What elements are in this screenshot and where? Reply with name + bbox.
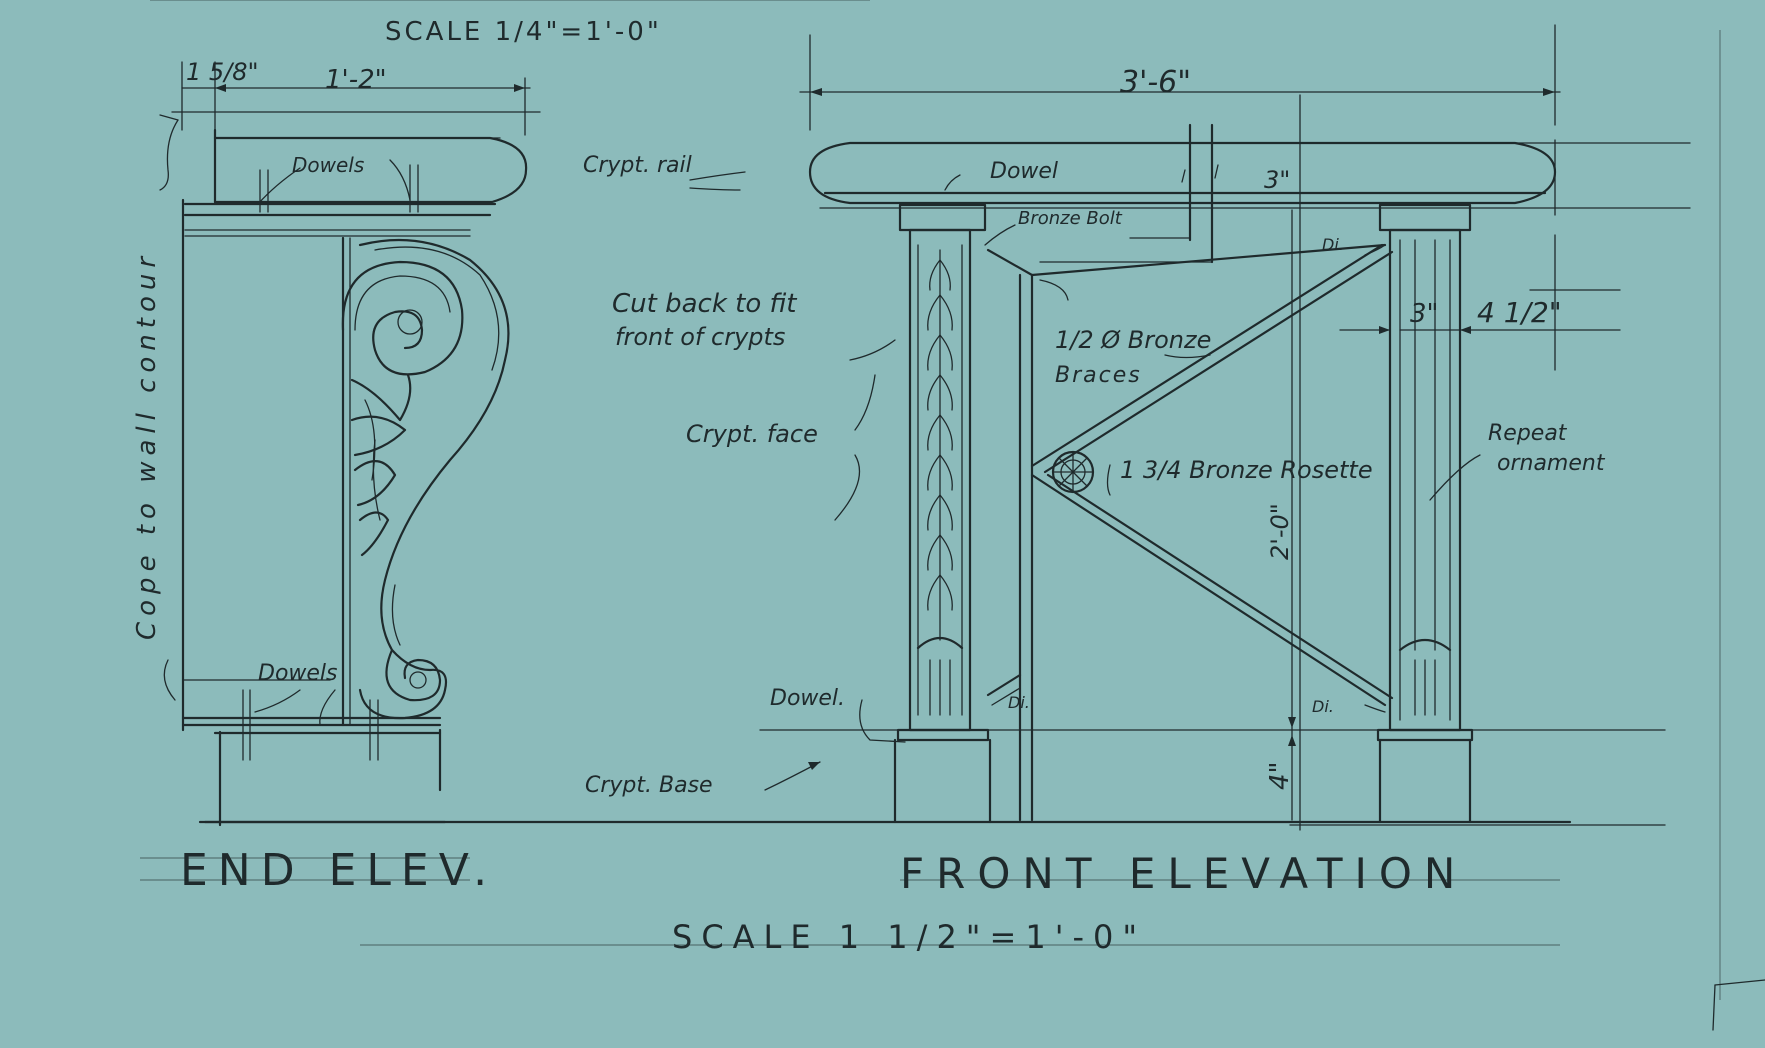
scale-top: SCALE 1/4"=1'-0" [385,17,662,47]
title-end-elevation: END ELEV. [180,845,497,896]
label-crypt-face: Crypt. face [686,420,818,448]
label-rosette: 1 3/4 Bronze Rosette [1120,456,1373,484]
title-scale: SCALE 1 1/2"=1'-0" [672,918,1146,956]
end-elevation [159,61,541,827]
bronze-rosette [1051,450,1095,494]
label-dowels-bottom: Dowels [258,661,338,686]
label-dia-1: Di. [1322,235,1344,254]
dim-rail-height: 3" [1264,166,1290,194]
label-dowel-bottom: Dowel. [770,686,845,711]
dim-cap-width: 1 5/8" [186,58,259,86]
label-dowels-top: Dowels [292,153,364,177]
title-front-elevation: FRONT ELEVATION [900,849,1467,898]
annotations: SCALE 1/4"=1'-0" 1 5/8" 1'-2" 3'-6" Cope… [132,17,1606,956]
label-dia-2: Di. [1312,697,1334,716]
post-ornament [916,249,964,716]
label-bronze-bolt: Bronze Bolt [1018,208,1123,229]
front-elevation [198,24,1691,831]
dim-base-height: 4" [1265,761,1295,790]
label-crypt-base: Crypt. Base [585,773,713,798]
dim-post-offset: 4 1/2" [1477,296,1562,329]
dim-height: 2'-0" [1266,503,1294,560]
label-dia-3: Di. [1008,693,1030,712]
construction-lines [140,0,1765,1031]
label-cope: Cope to wall contour [132,251,162,640]
label-dowel-top: Dowel [990,159,1058,184]
label-repeat-2: ornament [1497,451,1606,476]
dim-post-width: 3" [1410,299,1439,329]
label-cut-back-1: Cut back to fit [612,289,797,319]
label-bronze-braces-1: 1/2 Ø Bronze [1055,326,1211,354]
label-repeat-1: Repeat [1488,421,1568,446]
label-crypt-rail: Crypt. rail [583,153,692,178]
dim-front-width: 3'-6" [1120,65,1191,100]
dim-end-width: 1'-2" [325,65,387,95]
label-cut-back-2: front of crypts [615,323,785,351]
label-bronze-braces-2: Braces [1055,363,1142,388]
